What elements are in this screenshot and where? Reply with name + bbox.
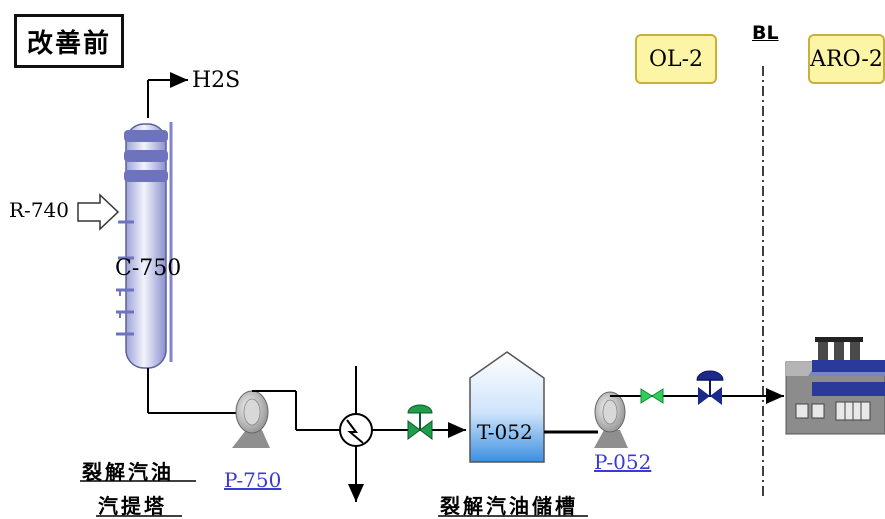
tag-ol2: OL-2 [635, 34, 717, 84]
heat-exchanger-icon [339, 366, 373, 502]
gate-valve-icon [407, 404, 433, 440]
h2s-label: H2S [192, 68, 241, 93]
stripper-caption-line2: 汽提塔 [98, 494, 167, 518]
pump-discharge-line [295, 391, 340, 431]
t052-label: T-052 [477, 420, 533, 444]
column-c750 [116, 122, 173, 369]
h2s-line [147, 72, 188, 118]
c750-label: C-750 [115, 256, 182, 281]
title-box: 改善前 [14, 14, 124, 68]
pump-icon [232, 390, 296, 448]
factory-icon [785, 337, 885, 435]
bottoms-line [147, 368, 238, 414]
r740-label: R-740 [9, 198, 69, 222]
p750-link[interactable]: P-750 [224, 468, 282, 492]
stripper-caption-line1: 裂解汽油 [82, 460, 174, 484]
hollow-arrow-icon [77, 193, 120, 231]
tank-caption: 裂解汽油儲槽 [440, 494, 578, 518]
p052-link[interactable]: P-052 [594, 450, 652, 474]
tag-aro2: ARO-2 [808, 34, 885, 84]
gate-valve-icon [640, 388, 664, 404]
control-valve-icon [696, 370, 724, 405]
tank-t052 [469, 351, 545, 463]
pump-icon [594, 391, 628, 448]
bl-label: BL [752, 22, 779, 44]
